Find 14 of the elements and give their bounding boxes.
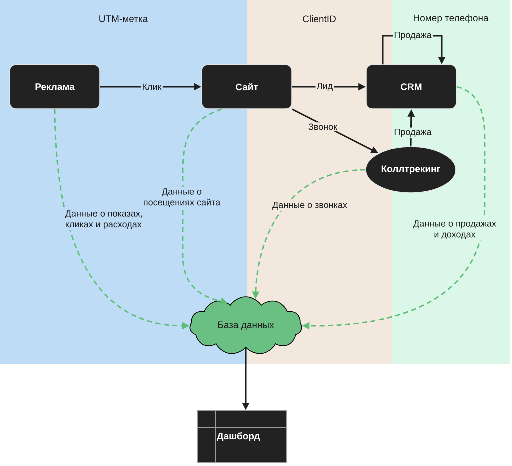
- process-box: CRM: [366, 64, 457, 110]
- oval-node: Коллтрекинг: [366, 146, 456, 194]
- edge-label: Лид: [316, 82, 334, 92]
- edge-label: Продажа: [393, 128, 433, 138]
- process-box: Реклама: [10, 64, 100, 110]
- database-cloud: База данных: [190, 296, 302, 354]
- edge-label: Данные о показах, кликах и расходах: [64, 209, 144, 231]
- edge-label: Данные о продажах и доходах: [412, 219, 498, 241]
- edge-label: Данные о посещениях сайта: [142, 187, 222, 209]
- edge-label: Звонок: [307, 122, 339, 132]
- process-box: Сайт: [202, 64, 292, 110]
- edge-label: Продажа: [393, 30, 433, 42]
- edge-label: Клик: [141, 82, 163, 92]
- table-node: Дашборд: [198, 410, 288, 464]
